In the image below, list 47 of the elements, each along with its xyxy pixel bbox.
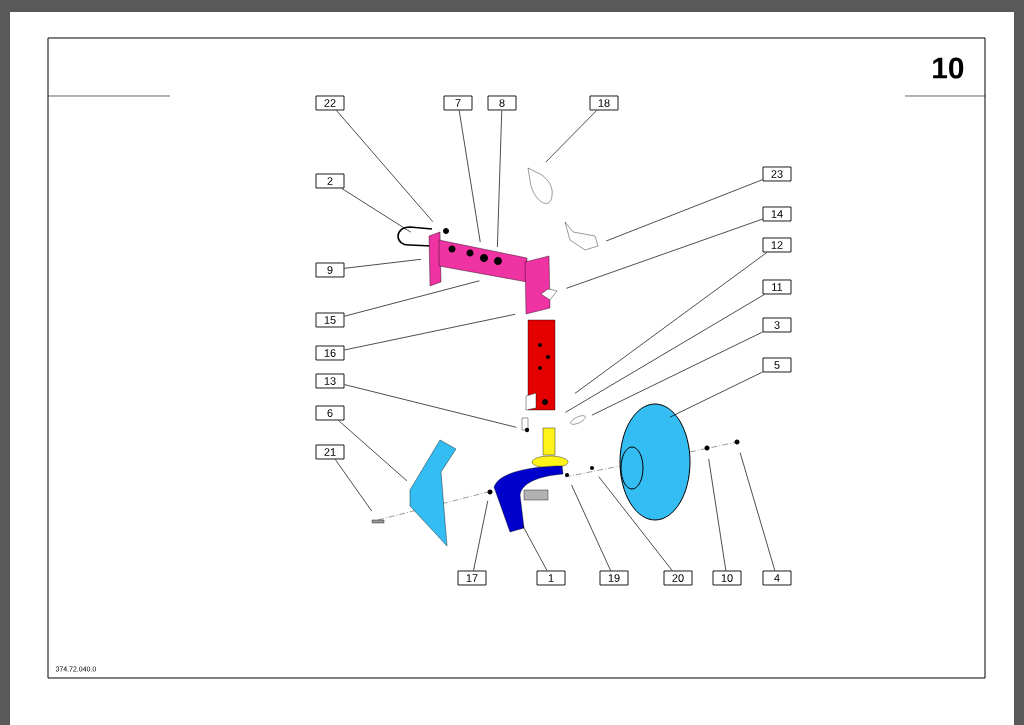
callout-number: 13 (315, 373, 345, 389)
callout-number: 23 (762, 166, 792, 182)
callout-number: 20 (663, 570, 693, 586)
leader-line (571, 484, 611, 571)
leader-line (565, 294, 765, 413)
callout-number: 12 (762, 237, 792, 253)
leader-line (605, 179, 763, 242)
leader-line (708, 458, 727, 571)
leader-line (591, 331, 763, 416)
callout-number: 14 (762, 206, 792, 222)
leader-line (574, 252, 768, 394)
leader-line (739, 452, 776, 571)
leader-line (344, 258, 422, 269)
leader-line (338, 420, 408, 482)
leader-line (334, 459, 372, 512)
leader-line (341, 188, 412, 233)
leader-line (344, 313, 516, 351)
callout-number: 9 (315, 262, 345, 278)
callout-number: 11 (762, 279, 792, 295)
callout-number: 22 (315, 95, 345, 111)
callout-number: 4 (762, 570, 792, 586)
leader-line (344, 280, 480, 317)
callout-number: 15 (315, 312, 345, 328)
callout-number: 8 (487, 95, 517, 111)
callout-number: 18 (589, 95, 619, 111)
leader-line (598, 476, 673, 571)
leader-line (669, 371, 763, 418)
callout-number: 16 (315, 345, 345, 361)
leader-line (545, 110, 597, 163)
leader-line (521, 524, 548, 571)
callout-number: 5 (762, 357, 792, 373)
leader-line (566, 218, 763, 289)
callout-number: 1 (536, 570, 566, 586)
page-number: 10 (933, 57, 964, 79)
callout-number: 10 (712, 570, 742, 586)
leader-line (344, 384, 517, 428)
callout-number: 19 (599, 570, 629, 586)
callout-number: 6 (315, 405, 345, 421)
callout-number: 17 (457, 570, 487, 586)
leader-line (497, 110, 503, 248)
callout-number: 21 (315, 444, 345, 460)
leader-line (473, 500, 489, 571)
callout-number: 3 (762, 317, 792, 333)
leader-line (336, 110, 434, 223)
callout-number: 7 (443, 95, 473, 111)
leader-line (458, 110, 481, 243)
callout-number: 2 (315, 173, 345, 189)
